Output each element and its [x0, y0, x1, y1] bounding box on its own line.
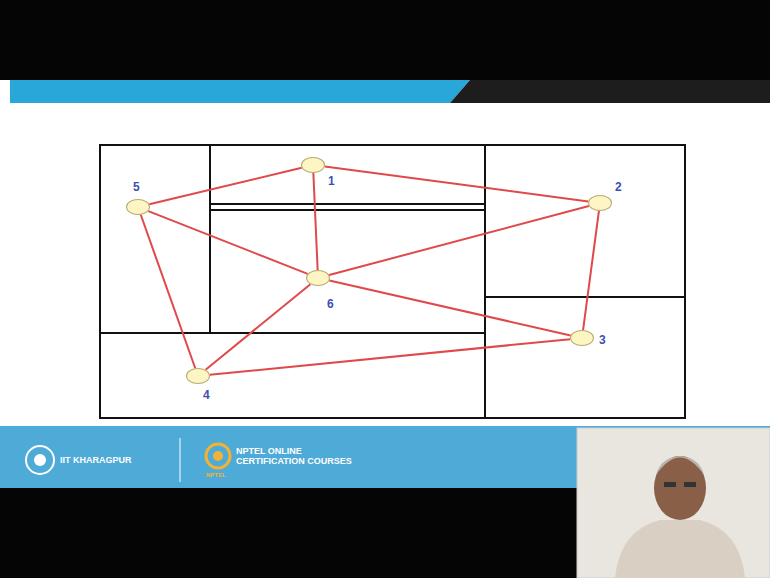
graph-edge [329, 206, 589, 275]
vertex-number: 5 [133, 181, 140, 193]
vertex-number: 2 [615, 181, 622, 193]
graph-vertex: 4 [186, 368, 210, 384]
vertex-number: 1 [328, 175, 335, 187]
graph-vertex: 5 [126, 199, 150, 215]
graph-edge [329, 281, 570, 336]
graph-edge [141, 215, 195, 368]
footer-divider [180, 438, 181, 482]
graph-vertex: 3 [570, 330, 594, 346]
graph-edge [149, 168, 301, 205]
blue-bar [10, 80, 470, 103]
rooms-floor-plan [100, 145, 685, 418]
dark-bar [450, 80, 770, 103]
graph-edge [206, 284, 311, 370]
iit-logo [26, 446, 54, 474]
top-band [0, 0, 770, 80]
footer-text: IIT KHARAGPUR [60, 455, 132, 465]
nptel-logo [206, 444, 230, 468]
footer-text: NPTEL [206, 472, 226, 479]
graph-edge [148, 211, 307, 274]
graph-edge [325, 167, 588, 202]
graph-edge [313, 173, 317, 270]
vertex-number: 6 [327, 298, 334, 310]
graph-edge [583, 211, 599, 330]
graph-vertex: 2 [588, 195, 612, 211]
graph-vertex: 1 [301, 157, 325, 173]
vertex-number: 4 [203, 389, 210, 401]
footer-text: NPTEL ONLINE CERTIFICATION COURSES [236, 446, 364, 467]
vertex-number: 3 [599, 334, 606, 346]
graph-edge [210, 339, 570, 375]
speaker-video [577, 428, 770, 578]
graph-vertex: 6 [306, 270, 330, 286]
